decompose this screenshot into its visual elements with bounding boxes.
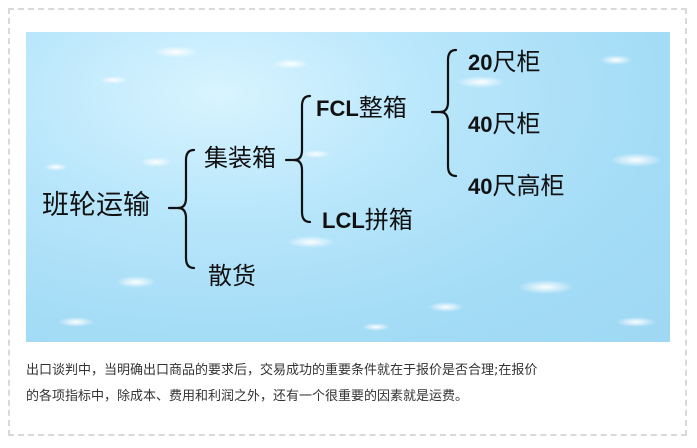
node-40ft-hc-unit: 尺高柜	[492, 172, 565, 200]
caption-line-1: 出口谈判中，当明确出口商品的要求后，交易成功的重要条件就在于报价是否合理;在报价	[26, 363, 538, 378]
caption-text: 出口谈判中，当明确出口商品的要求后，交易成功的重要条件就在于报价是否合理;在报价…	[26, 358, 674, 410]
brace-level3	[439, 48, 458, 178]
brace-level1	[177, 148, 196, 270]
fcl-suffix: 整箱	[358, 94, 407, 122]
sparkle-background	[44, 46, 662, 331]
node-20ft-num: 20	[468, 50, 493, 75]
root-node: 班轮运输	[42, 190, 150, 221]
node-40ft-hc-num: 40	[468, 174, 493, 199]
node-40ft-unit: 尺柜	[492, 110, 541, 138]
lcl-suffix: 拼箱	[364, 206, 413, 234]
node-bulk-cargo: 散货	[208, 262, 256, 290]
node-container: 集装箱	[204, 144, 276, 172]
node-20ft-unit: 尺柜	[492, 48, 541, 76]
lcl-label: LCL	[322, 208, 365, 233]
brace-level2	[293, 94, 312, 224]
node-40ft: 40尺柜	[468, 112, 540, 136]
fcl-label: FCL	[316, 96, 359, 121]
node-fcl: FCL整箱	[316, 96, 407, 120]
node-lcl: LCL拼箱	[322, 208, 413, 232]
node-40ft-num: 40	[468, 112, 493, 137]
node-40ft-hc: 40尺高柜	[468, 174, 564, 198]
caption-line-2: 的各项指标中，除成本、费用和利润之外，还有一个很重要的因素就是运费。	[26, 389, 469, 404]
node-20ft: 20尺柜	[468, 50, 540, 74]
diagram-banner: 班轮运输 集装箱 散货 FCL整箱 LCL拼箱 20尺柜 40尺柜 40尺高柜	[26, 32, 670, 342]
